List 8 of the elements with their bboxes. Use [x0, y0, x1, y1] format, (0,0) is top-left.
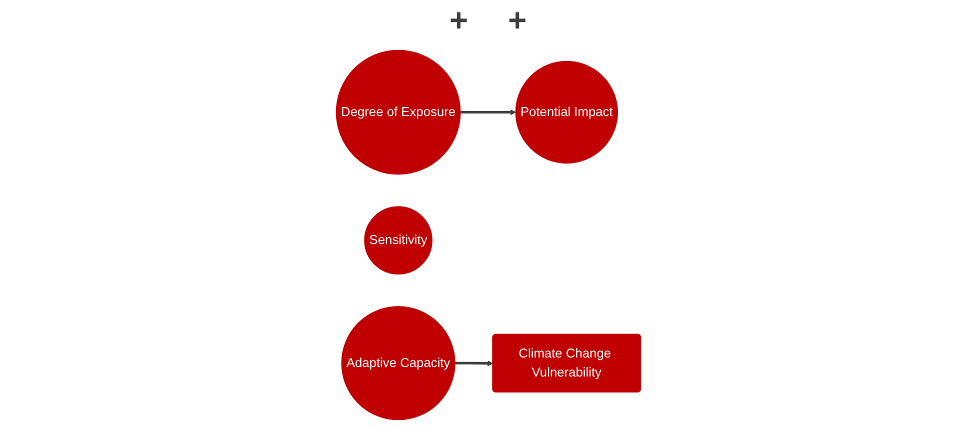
node-circle: Degree of Exposure	[335, 50, 460, 175]
plus-sign: +	[449, 2, 468, 38]
node-circle: Sensitivity	[364, 206, 432, 275]
plus-sign: +	[508, 2, 527, 38]
node-circle: Potential Impact	[514, 60, 618, 164]
arrow	[454, 360, 493, 366]
arrow	[460, 109, 516, 116]
node-circle: Adaptive Capacity	[340, 306, 455, 420]
